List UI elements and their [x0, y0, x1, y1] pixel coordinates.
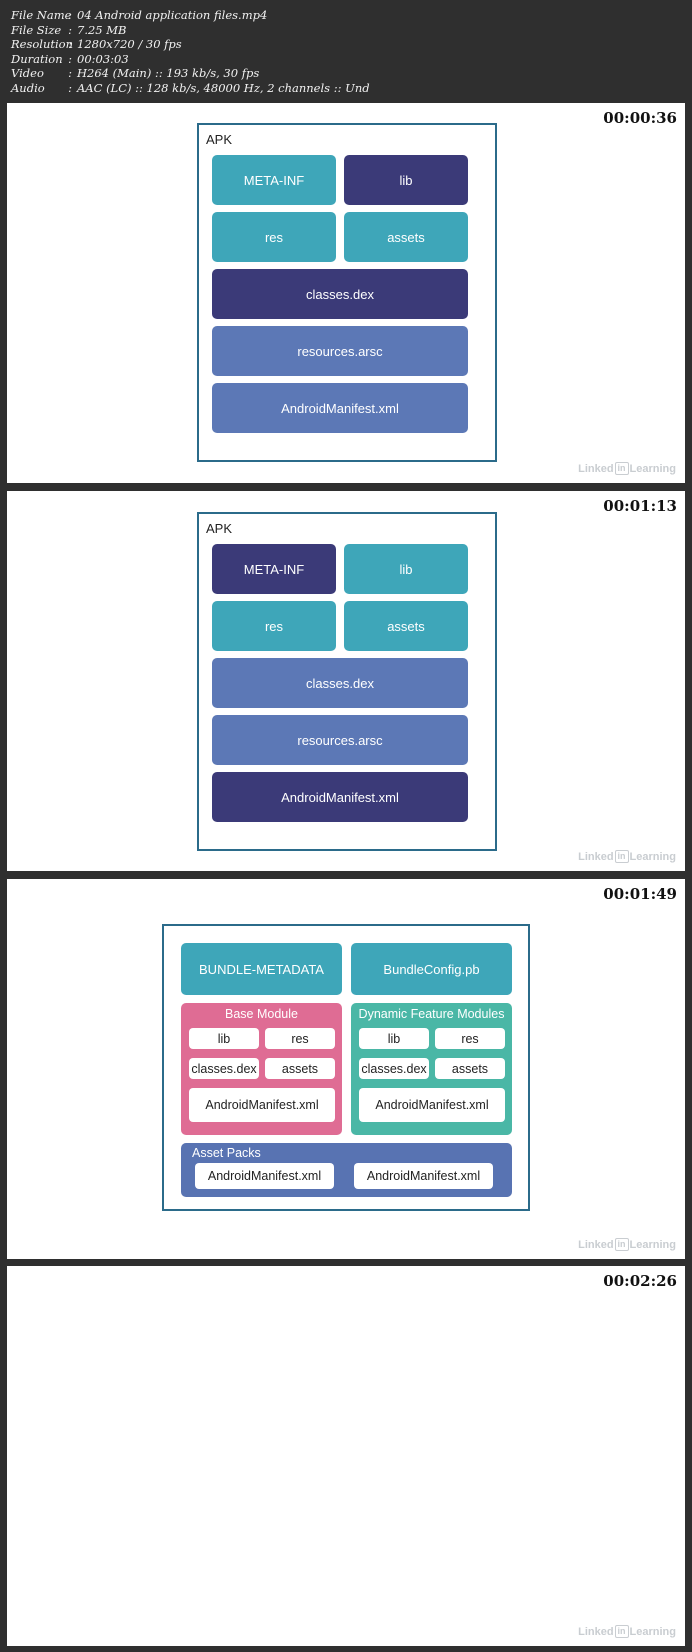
info-separator: : — [68, 80, 72, 95]
info-separator: : — [68, 37, 72, 51]
video-frame-1: 00:00:36 APK META-INF lib res assets cla… — [7, 103, 685, 483]
watermark-text: Linked — [578, 1238, 614, 1251]
info-value: 04 Android application files.mp4 — [77, 8, 268, 22]
apk-label: APK — [206, 132, 233, 147]
info-key: File Name — [11, 8, 72, 22]
linkedin-in-icon: in — [614, 850, 629, 863]
dynamic-modules-title: Dynamic Feature Modules — [358, 1007, 505, 1021]
info-key: Video — [11, 66, 44, 80]
asset-packs: Asset Packs AndroidManifest.xml AndroidM… — [181, 1143, 512, 1197]
apk-label: APK — [206, 521, 233, 536]
info-key: Duration — [11, 51, 63, 66]
watermark-text: Learning — [629, 1238, 676, 1251]
frame-timestamp: 00:00:36 — [603, 109, 677, 127]
info-row-audio: Audio : AAC (LC) :: 128 kb/s, 48000 Hz, … — [11, 81, 692, 96]
frame-timestamp: 00:01:13 — [603, 497, 677, 515]
res-block: res — [212, 601, 336, 651]
info-separator: : — [68, 8, 72, 22]
linkedin-learning-watermark: Linked in Learning — [578, 850, 676, 863]
dynamic-lib-item: lib — [359, 1028, 429, 1049]
video-frame-3: 00:01:49 BUNDLE-METADATA BundleConfig.pb… — [7, 879, 685, 1259]
linkedin-in-icon: in — [614, 1625, 629, 1638]
base-module: Base Module lib res classes.dex assets A… — [181, 1003, 342, 1135]
info-key: File Size — [11, 22, 62, 37]
app-bundle-diagram: BUNDLE-METADATA BundleConfig.pb Base Mod… — [162, 924, 530, 1211]
dynamic-manifest-item: AndroidManifest.xml — [359, 1088, 505, 1122]
dynamic-feature-modules: Dynamic Feature Modules lib res classes.… — [351, 1003, 512, 1135]
base-manifest-item: AndroidManifest.xml — [189, 1088, 335, 1122]
dynamic-assets-item: assets — [435, 1058, 505, 1079]
linkedin-learning-watermark: Linked in Learning — [578, 1238, 676, 1251]
bundle-config-block: BundleConfig.pb — [351, 943, 512, 995]
info-value: H264 (Main) :: 193 kb/s, 30 fps — [77, 66, 260, 80]
base-res-item: res — [265, 1028, 335, 1049]
info-value: 7.25 MB — [77, 22, 127, 37]
res-block: res — [212, 212, 336, 262]
info-value: AAC (LC) :: 128 kb/s, 48000 Hz, 2 channe… — [77, 80, 370, 95]
base-classes-dex-item: classes.dex — [189, 1058, 259, 1079]
info-row-resolution: Resolution : 1280x720 / 30 fps — [11, 37, 692, 52]
info-value: 1280x720 / 30 fps — [77, 37, 182, 51]
info-separator: : — [68, 22, 72, 37]
info-row-file-name: File Name : 04 Android application files… — [11, 8, 692, 23]
dynamic-res-item: res — [435, 1028, 505, 1049]
base-module-title: Base Module — [225, 1007, 298, 1021]
classes-dex-block: classes.dex — [212, 269, 468, 319]
lib-block: lib — [344, 544, 468, 594]
watermark-text: Learning — [629, 850, 676, 863]
lib-block: lib — [344, 155, 468, 205]
bundle-metadata-block: BUNDLE-METADATA — [181, 943, 342, 995]
linkedin-in-icon: in — [614, 462, 629, 475]
info-row-duration: Duration : 00:03:03 — [11, 52, 692, 67]
info-separator: : — [68, 66, 72, 80]
asset-pack-manifest-2: AndroidManifest.xml — [354, 1163, 493, 1189]
apk-diagram: APK META-INF lib res assets classes.dex … — [197, 123, 497, 462]
linkedin-learning-watermark: Linked in Learning — [578, 462, 676, 475]
watermark-text: Learning — [629, 462, 676, 475]
watermark-text: Linked — [578, 1625, 614, 1638]
assets-block: assets — [344, 212, 468, 262]
frame-timestamp: 00:01:49 — [603, 885, 677, 903]
meta-inf-block: META-INF — [212, 155, 336, 205]
asset-packs-title: Asset Packs — [192, 1146, 261, 1160]
media-info-header: File Name : 04 Android application files… — [0, 0, 692, 100]
asset-pack-manifest-1: AndroidManifest.xml — [195, 1163, 334, 1189]
video-frame-2: 00:01:13 APK META-INF lib res assets cla… — [7, 491, 685, 871]
video-frame-4: 00:02:26 Linked in Learning — [7, 1266, 685, 1646]
info-row-video: Video : H264 (Main) :: 193 kb/s, 30 fps — [11, 66, 692, 81]
watermark-text: Linked — [578, 462, 614, 475]
info-key: Resolution — [11, 37, 74, 51]
resources-arsc-block: resources.arsc — [212, 715, 468, 765]
info-value: 00:03:03 — [77, 51, 129, 66]
frame-timestamp: 00:02:26 — [603, 1272, 677, 1290]
android-manifest-block: AndroidManifest.xml — [212, 772, 468, 822]
watermark-text: Learning — [629, 1625, 676, 1638]
linkedin-learning-watermark: Linked in Learning — [578, 1625, 676, 1638]
info-key: Audio — [11, 80, 45, 95]
base-lib-item: lib — [189, 1028, 259, 1049]
linkedin-in-icon: in — [614, 1238, 629, 1251]
assets-block: assets — [344, 601, 468, 651]
resources-arsc-block: resources.arsc — [212, 326, 468, 376]
info-separator: : — [68, 51, 72, 66]
info-row-file-size: File Size : 7.25 MB — [11, 23, 692, 38]
classes-dex-block: classes.dex — [212, 658, 468, 708]
watermark-text: Linked — [578, 850, 614, 863]
dynamic-classes-dex-item: classes.dex — [359, 1058, 429, 1079]
apk-diagram: APK META-INF lib res assets classes.dex … — [197, 512, 497, 851]
base-assets-item: assets — [265, 1058, 335, 1079]
meta-inf-block: META-INF — [212, 544, 336, 594]
android-manifest-block: AndroidManifest.xml — [212, 383, 468, 433]
